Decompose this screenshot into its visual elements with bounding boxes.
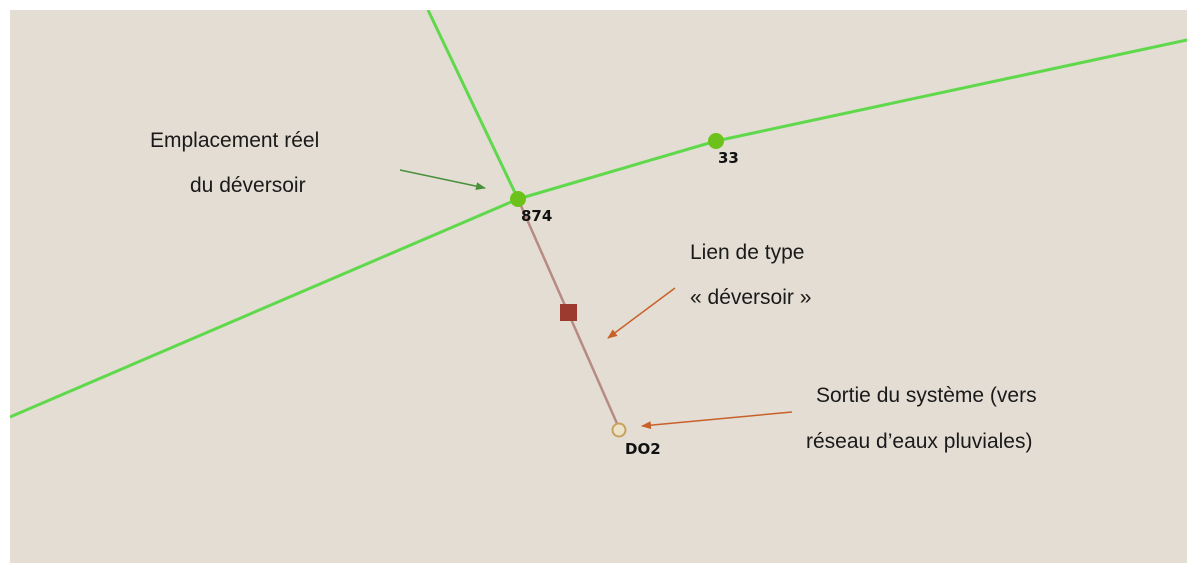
node-874[interactable] bbox=[510, 191, 526, 207]
annotation-weir-link-line2: « déversoir » bbox=[690, 286, 811, 309]
arrow-real-location bbox=[399, 169, 486, 191]
annotation-weir-link-line1: Lien de type bbox=[690, 241, 804, 264]
annotation-system-outlet-line2: réseau d’eaux pluviales) bbox=[806, 430, 1032, 453]
node-label-do2: DO2 bbox=[625, 440, 661, 458]
pipe-33-east[interactable] bbox=[715, 38, 1187, 143]
arrow-system-outlet bbox=[641, 411, 793, 430]
map-background bbox=[10, 10, 1187, 563]
network-map: 874 33 DO2 Emplacement réel du déversoir… bbox=[10, 10, 1187, 563]
arrow-weir-link bbox=[607, 287, 676, 339]
annotation-real-location-line2: du déversoir bbox=[190, 174, 306, 197]
annotation-system-outlet-line1: Sortie du système (vers bbox=[816, 384, 1037, 407]
weir-marker[interactable] bbox=[560, 304, 577, 321]
annotation-real-location-line1: Emplacement réel bbox=[150, 129, 319, 152]
node-label-874: 874 bbox=[521, 207, 552, 225]
pipe-southwest[interactable] bbox=[10, 197, 519, 419]
pipe-874-to-33[interactable] bbox=[517, 139, 717, 201]
node-33[interactable] bbox=[708, 133, 724, 149]
pipe-north[interactable] bbox=[426, 10, 520, 200]
node-label-33: 33 bbox=[718, 149, 739, 167]
outfall-do2[interactable] bbox=[611, 422, 627, 438]
